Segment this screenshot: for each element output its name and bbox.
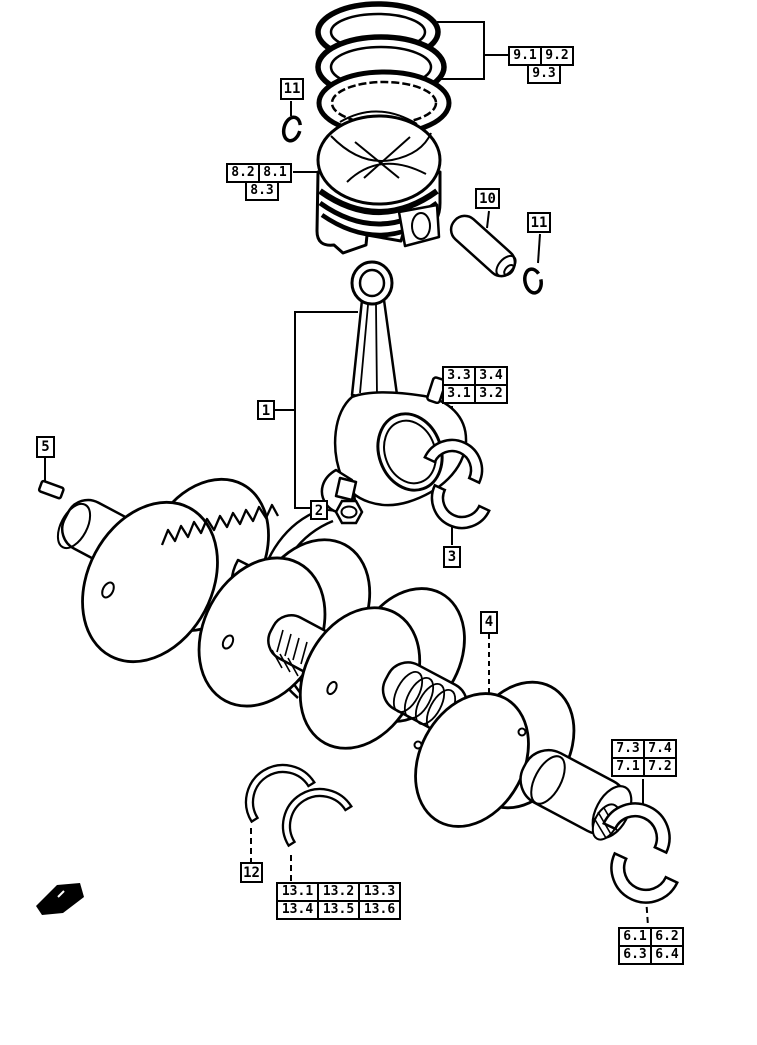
rod-bolt bbox=[334, 476, 358, 502]
callout-1: 1 bbox=[257, 400, 275, 420]
circlip-right bbox=[523, 267, 543, 295]
ref-table-8: 8.2 8.1 8.3 bbox=[226, 163, 292, 201]
sprocket-teeth bbox=[160, 503, 280, 546]
crankshaft bbox=[56, 477, 633, 841]
ref-table-13: 13.1 13.2 13.3 13.4 13.5 13.6 bbox=[276, 882, 401, 920]
piston-pin bbox=[449, 214, 517, 278]
ref-cell-9-1: 9.1 bbox=[508, 46, 542, 66]
ref-cell-13-2: 13.2 bbox=[317, 882, 360, 902]
ref-cell-7-2: 7.2 bbox=[643, 757, 677, 777]
ref-cell-13-4: 13.4 bbox=[276, 900, 319, 920]
ref-cell-3-2: 3.2 bbox=[474, 384, 508, 404]
piston bbox=[315, 110, 442, 255]
callout-5: 5 bbox=[36, 436, 55, 458]
callout-4: 4 bbox=[480, 611, 498, 634]
ref-cell-6-3: 6.3 bbox=[618, 945, 652, 965]
callout-2: 2 bbox=[310, 500, 328, 520]
ref-cell-7-4: 7.4 bbox=[643, 739, 677, 759]
ref-cell-13-1: 13.1 bbox=[276, 882, 319, 902]
main-bearing-shells bbox=[602, 802, 679, 904]
ref-table-3: 3.3 3.4 3.1 3.2 bbox=[442, 366, 508, 404]
ref-cell-13-3: 13.3 bbox=[358, 882, 401, 902]
ref-cell-13-6: 13.6 bbox=[358, 900, 401, 920]
piston-rings bbox=[315, 1, 452, 137]
ref-cell-6-4: 6.4 bbox=[650, 945, 684, 965]
callout-11-top: 11 bbox=[280, 78, 304, 100]
rod-bearing-shells bbox=[423, 438, 491, 530]
ref-cell-9-2: 9.2 bbox=[540, 46, 574, 66]
callout-11-right: 11 bbox=[527, 212, 551, 233]
ref-cell-13-5: 13.5 bbox=[317, 900, 360, 920]
ref-cell-6-1: 6.1 bbox=[618, 927, 652, 947]
ref-cell-8-1: 8.1 bbox=[258, 163, 292, 183]
ref-table-7: 7.3 7.4 7.1 7.2 bbox=[611, 739, 677, 777]
ref-table-9: 9.1 9.2 9.3 bbox=[508, 46, 574, 84]
ref-cell-7-3: 7.3 bbox=[611, 739, 645, 759]
circlip-left bbox=[281, 115, 303, 143]
ref-cell-6-2: 6.2 bbox=[650, 927, 684, 947]
crank-key bbox=[37, 479, 65, 500]
ref-cell-3-1: 3.1 bbox=[442, 384, 476, 404]
ref-cell-7-1: 7.1 bbox=[611, 757, 645, 777]
ref-cell-8-2: 8.2 bbox=[226, 163, 260, 183]
callout-12: 12 bbox=[240, 862, 263, 883]
ref-cell-3-4: 3.4 bbox=[474, 366, 508, 386]
ref-cell-9-3: 9.3 bbox=[527, 64, 561, 84]
callout-10: 10 bbox=[475, 188, 500, 209]
callout-3: 3 bbox=[443, 546, 461, 568]
ref-cell-8-3: 8.3 bbox=[245, 181, 279, 201]
rod-nut bbox=[334, 499, 364, 525]
thrust-washers bbox=[244, 763, 353, 848]
ref-cell-3-3: 3.3 bbox=[442, 366, 476, 386]
front-direction-icon bbox=[36, 883, 84, 915]
ref-table-6: 6.1 6.2 6.3 6.4 bbox=[618, 927, 684, 965]
